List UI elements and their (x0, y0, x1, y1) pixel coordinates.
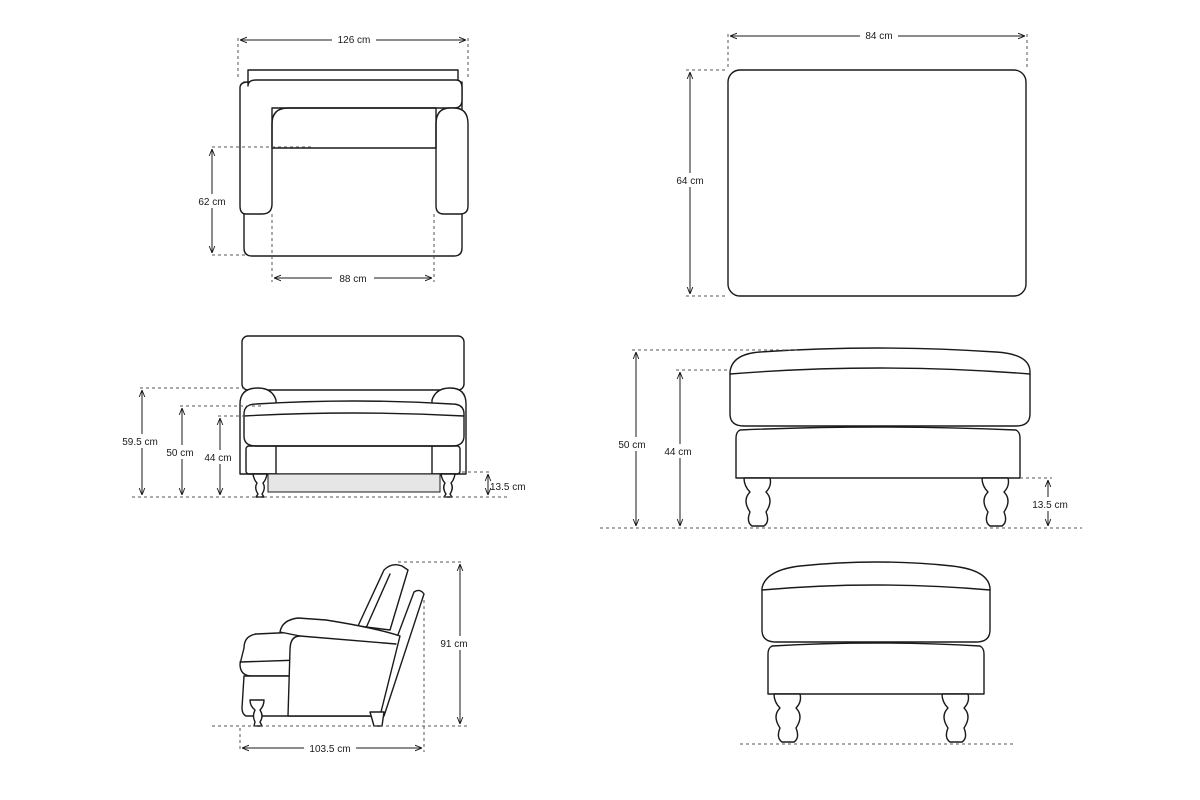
dim-chair-leg-height: 13.5 cm (490, 482, 526, 493)
chair-top-seat-back (271, 107, 437, 149)
dim-chair-arm-depth: 62 cm (198, 197, 225, 208)
dim-ottoman-width: 84 cm (865, 31, 892, 42)
ottoman-top-view: 84 cm 64 cm (672, 28, 1028, 297)
ottoman-front-leg-right (981, 477, 1010, 527)
ottoman-side-base (767, 642, 985, 695)
dim-chair-arm-height: 59.5 cm (122, 437, 158, 448)
ottoman-side-leg-right (941, 693, 970, 743)
chair-top-outline (243, 81, 463, 257)
armchair-front-view: 59.5 cm 50 cm 44 cm 13.5 cm (118, 335, 526, 498)
dim-ottoman-base-height: 44 cm (664, 447, 691, 458)
chair-front-leg-right (440, 473, 456, 498)
dim-chair-top-width: 126 cm (338, 35, 371, 46)
dim-ottoman-depth: 64 cm (676, 176, 703, 187)
dim-chair-seat-height: 50 cm (166, 448, 193, 459)
armchair-side-view: 91 cm 103.5 cm (212, 561, 480, 755)
chair-front-base (245, 445, 461, 475)
dim-ottoman-total-height: 50 cm (618, 440, 645, 451)
chair-front-back (241, 335, 465, 391)
chair-side-arm (279, 617, 401, 717)
ottoman-top-outline (727, 69, 1027, 297)
chair-front-leg-left (252, 473, 268, 498)
chair-top-arm-left (239, 79, 463, 215)
chair-side-back-frame (377, 589, 425, 717)
chair-front-underside (267, 473, 441, 493)
dim-chair-side-depth: 103.5 cm (309, 744, 350, 755)
ottoman-side-cushion (761, 561, 991, 643)
armchair-top-view: 126 cm 62 cm 88 cm (194, 32, 469, 285)
ottoman-front-cushion (729, 347, 1031, 427)
ottoman-front-base (735, 426, 1021, 479)
chair-side-backrest (357, 563, 409, 631)
chair-side-leg-back (369, 711, 385, 727)
dim-chair-side-height: 91 cm (440, 639, 467, 650)
dim-chair-inner-width: 88 cm (339, 274, 366, 285)
ottoman-front-view: 50 cm 44 cm 13.5 cm (600, 347, 1082, 529)
ottoman-front-leg-left (743, 477, 772, 527)
chair-front-seat-cushion (243, 400, 465, 447)
ottoman-side-leg-left (773, 693, 802, 743)
dim-ottoman-leg-height: 13.5 cm (1032, 500, 1068, 511)
dim-chair-base-height: 44 cm (204, 453, 231, 464)
chair-top-arm-right (435, 107, 469, 215)
ottoman-side-view (740, 561, 1014, 745)
